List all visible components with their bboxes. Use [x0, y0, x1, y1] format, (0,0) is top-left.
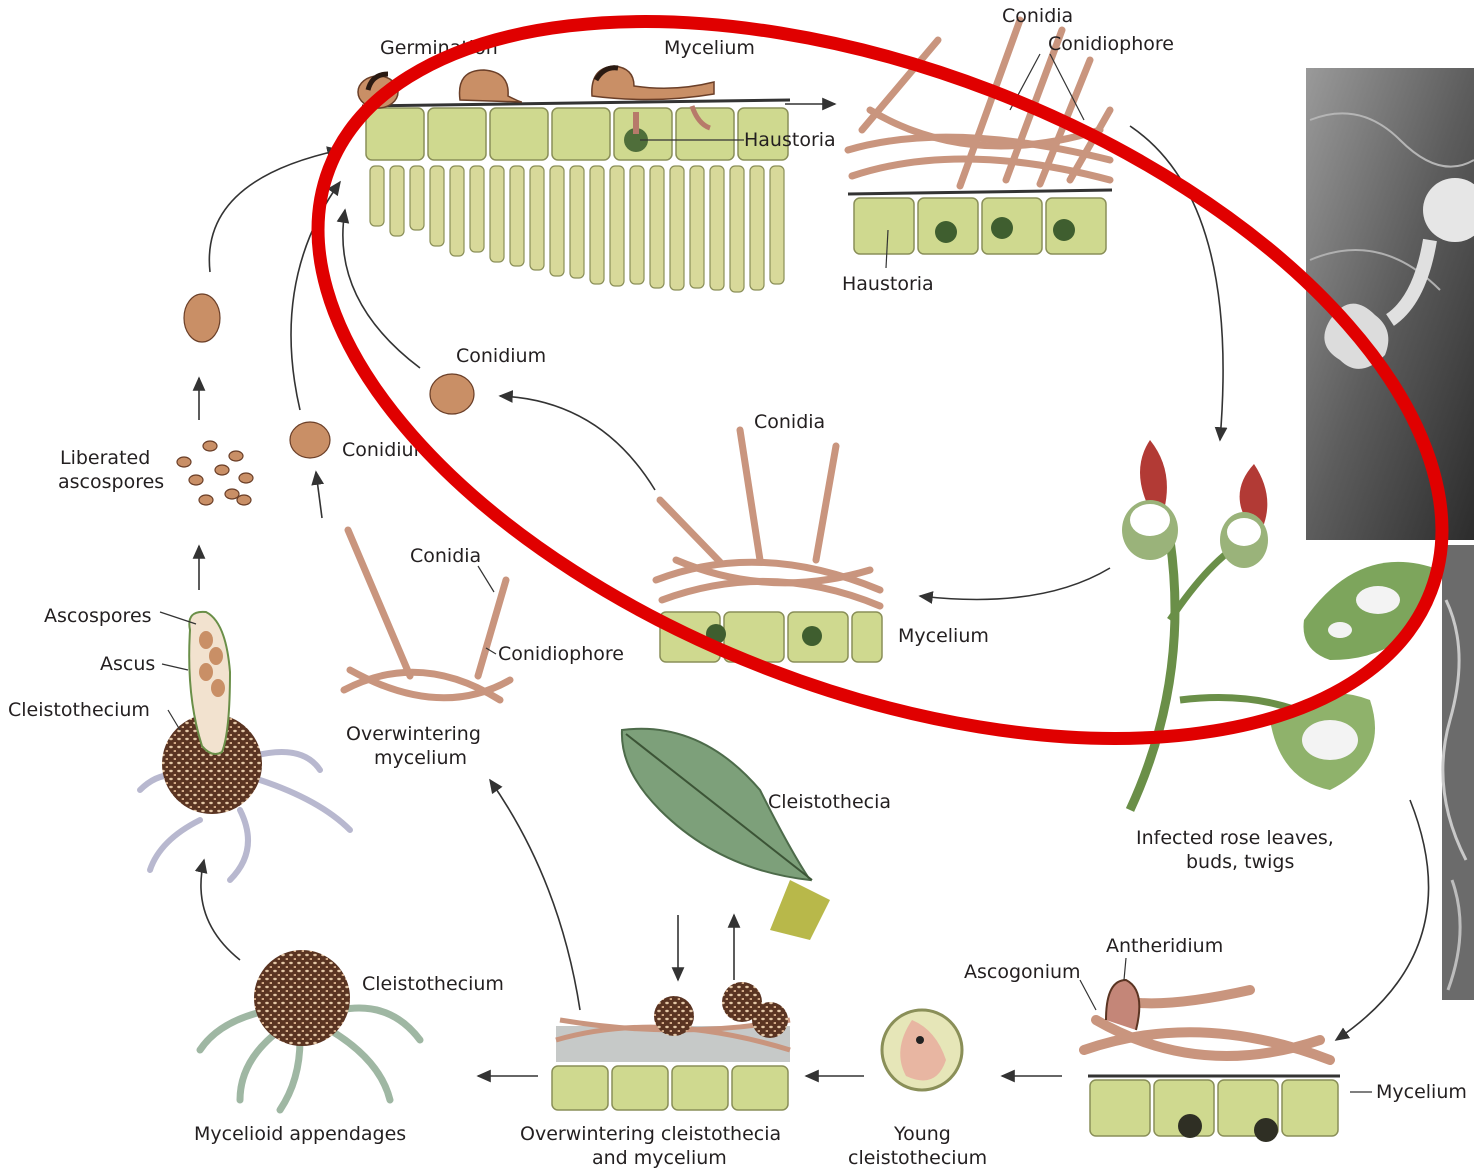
label-young-line2: cleistothecium [848, 1147, 987, 1169]
label-ascogonium: Ascogonium [964, 961, 1081, 983]
label-ascus: Ascus [100, 653, 155, 675]
leaf-section-conidia-mid [656, 430, 882, 662]
label-overwintering-mycelium-line2: mycelium [374, 747, 467, 769]
label-ascospores: Ascospores [44, 605, 152, 627]
label-conidia-top: Conidia [1002, 5, 1073, 27]
label-mycelium-top: Mycelium [664, 37, 755, 59]
leaf-section-germination [358, 66, 790, 292]
label-cleistothecia-leaf: Cleistothecia [768, 791, 891, 813]
label-cleistothecium-left: Cleistothecium [8, 699, 150, 721]
spores [177, 294, 474, 505]
cleistothecium-ascus-illustration [140, 612, 350, 880]
label-infected-line2: buds, twigs [1186, 851, 1294, 873]
label-overwintering-cleistothecia-line2: and mycelium [592, 1147, 727, 1169]
label-conidium-mid: Conidium [456, 345, 546, 367]
label-mycelium-mid: Mycelium [898, 625, 989, 647]
label-conidiophore-top: Conidiophore [1048, 33, 1174, 55]
label-haustoria-mid: Haustoria [842, 273, 934, 295]
label-overwintering-mycelium-line1: Overwintering [346, 723, 481, 745]
overwintering-cleistothecia-section [552, 982, 790, 1110]
label-liberated-line1: Liberated [60, 447, 150, 469]
label-young-line1: Young [893, 1123, 951, 1145]
label-mycelium-right: Mycelium [1376, 1081, 1467, 1103]
label-conidiophore-left: Conidiophore [498, 643, 624, 665]
sem-micrograph-bottom [1442, 545, 1474, 1000]
label-mycelioid-appendages: Mycelioid appendages [194, 1123, 406, 1145]
label-conidia-mid: Conidia [754, 411, 825, 433]
label-haustoria-top: Haustoria [744, 129, 836, 151]
antheridium-ascogonium-section [1084, 980, 1340, 1142]
label-antheridium: Antheridium [1106, 935, 1223, 957]
leaf-cleistothecia [622, 729, 830, 940]
young-cleistothecium-illustration [882, 1010, 962, 1090]
label-cleistothecium-bottom: Cleistothecium [362, 973, 504, 995]
label-overwintering-cleistothecia-line1: Overwintering cleistothecia [520, 1123, 781, 1145]
label-infected-line1: Infected rose leaves, [1136, 827, 1334, 849]
label-conidia-left: Conidia [410, 545, 481, 567]
label-liberated-line2: ascospores [58, 471, 164, 493]
